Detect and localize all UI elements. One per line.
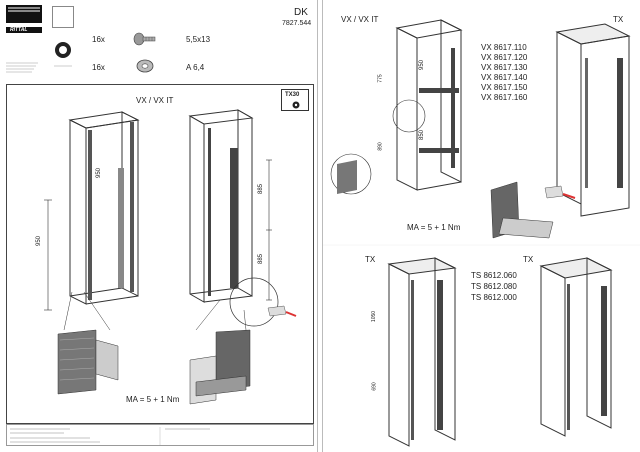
part-1-qty: 16x	[92, 35, 105, 44]
ts-model-1: TS 8612.080	[471, 282, 517, 291]
detail-mid-drawing	[490, 181, 554, 239]
rack-right-drawing	[188, 109, 254, 303]
fine-print-2	[54, 65, 72, 67]
ts-model-0: TS 8612.060	[471, 271, 517, 280]
screwdriver-icon	[267, 305, 297, 317]
part-2-label: A 6,4	[186, 63, 205, 72]
tool-badge-label: TX30	[285, 92, 300, 98]
rittal-logo-icon	[6, 5, 42, 33]
brand-name: RITTAL	[10, 27, 28, 33]
dim-950-right: 950	[419, 59, 426, 71]
dim-line-950	[44, 199, 52, 311]
part-2-qty: 16x	[92, 63, 105, 72]
document-number: 7827.544	[282, 20, 312, 27]
tx-rack-bottom-right-drawing	[539, 257, 613, 437]
dim-1050: 1050	[371, 310, 378, 323]
washer-icon	[136, 59, 154, 73]
left-title: VX / VX IT	[136, 96, 174, 105]
ts-model-2: TS 8612.000	[471, 293, 517, 302]
detail-circle-left	[330, 153, 372, 195]
rittal-logo: RITTAL	[6, 5, 42, 41]
footer-text-lines	[10, 427, 210, 445]
right-page: VX / VX IT TX 950 850 VX 8617.110 VX 861…	[322, 0, 640, 452]
left-page: RITTAL 16x 5,5x13 16x A 6,4 DK 7827.544 …	[0, 0, 318, 452]
detail-circle-small	[392, 99, 426, 133]
right-title-tx-right: TX	[523, 255, 534, 264]
vx-model-0: VX 8617.110	[481, 43, 527, 52]
vx-model-2: VX 8617.130	[481, 63, 528, 72]
right-title-vx: VX / VX IT	[341, 15, 379, 24]
left-drawing-frame	[6, 84, 314, 424]
blank-box	[52, 6, 74, 28]
right-title-tx-left: TX	[365, 255, 376, 264]
fine-print	[6, 62, 38, 73]
dim-690: 690	[371, 382, 378, 391]
torx-icon	[292, 101, 300, 109]
left-footer	[6, 424, 314, 446]
vx-rack-drawing	[395, 19, 463, 191]
dim-890-top: 890	[377, 142, 384, 151]
part-1-label: 5,5x13	[186, 35, 211, 44]
right-title-tx-top: TX	[613, 15, 624, 24]
detail-circle	[229, 277, 279, 327]
divider-line	[323, 244, 640, 246]
rack-left-drawing	[68, 111, 140, 305]
vx-model-3: VX 8617.140	[481, 73, 528, 82]
dim-885-vertical-a: 885	[258, 183, 265, 195]
dim-line-885	[266, 159, 272, 301]
tool-badge: TX30	[281, 89, 309, 111]
vx-model-4: VX 8617.150	[481, 83, 528, 92]
vx-model-1: VX 8617.120	[481, 53, 528, 62]
screwdriver-right-icon	[544, 185, 576, 199]
dim-775-top: 775	[377, 74, 384, 83]
dim-950-vertical-b: 950	[36, 235, 43, 247]
leader-lines	[63, 291, 247, 331]
tx-rack-bottom-left-drawing	[387, 257, 457, 447]
detail-left-drawing	[57, 329, 119, 395]
right-torque-spec: MA = 5 + 1 Nm	[407, 223, 461, 232]
vx-model-5: VX 8617.160	[481, 93, 528, 102]
tx-rack-top-drawing	[555, 23, 631, 217]
dim-885-vertical-b: 885	[258, 253, 265, 265]
detail-right-drawing	[189, 329, 251, 405]
dim-950-vertical-a: 950	[96, 167, 103, 179]
screw-icon	[133, 32, 156, 46]
globe-icon	[55, 42, 71, 58]
torque-spec: MA = 5 + 1 Nm	[126, 395, 180, 404]
language-code: DK	[294, 7, 308, 18]
